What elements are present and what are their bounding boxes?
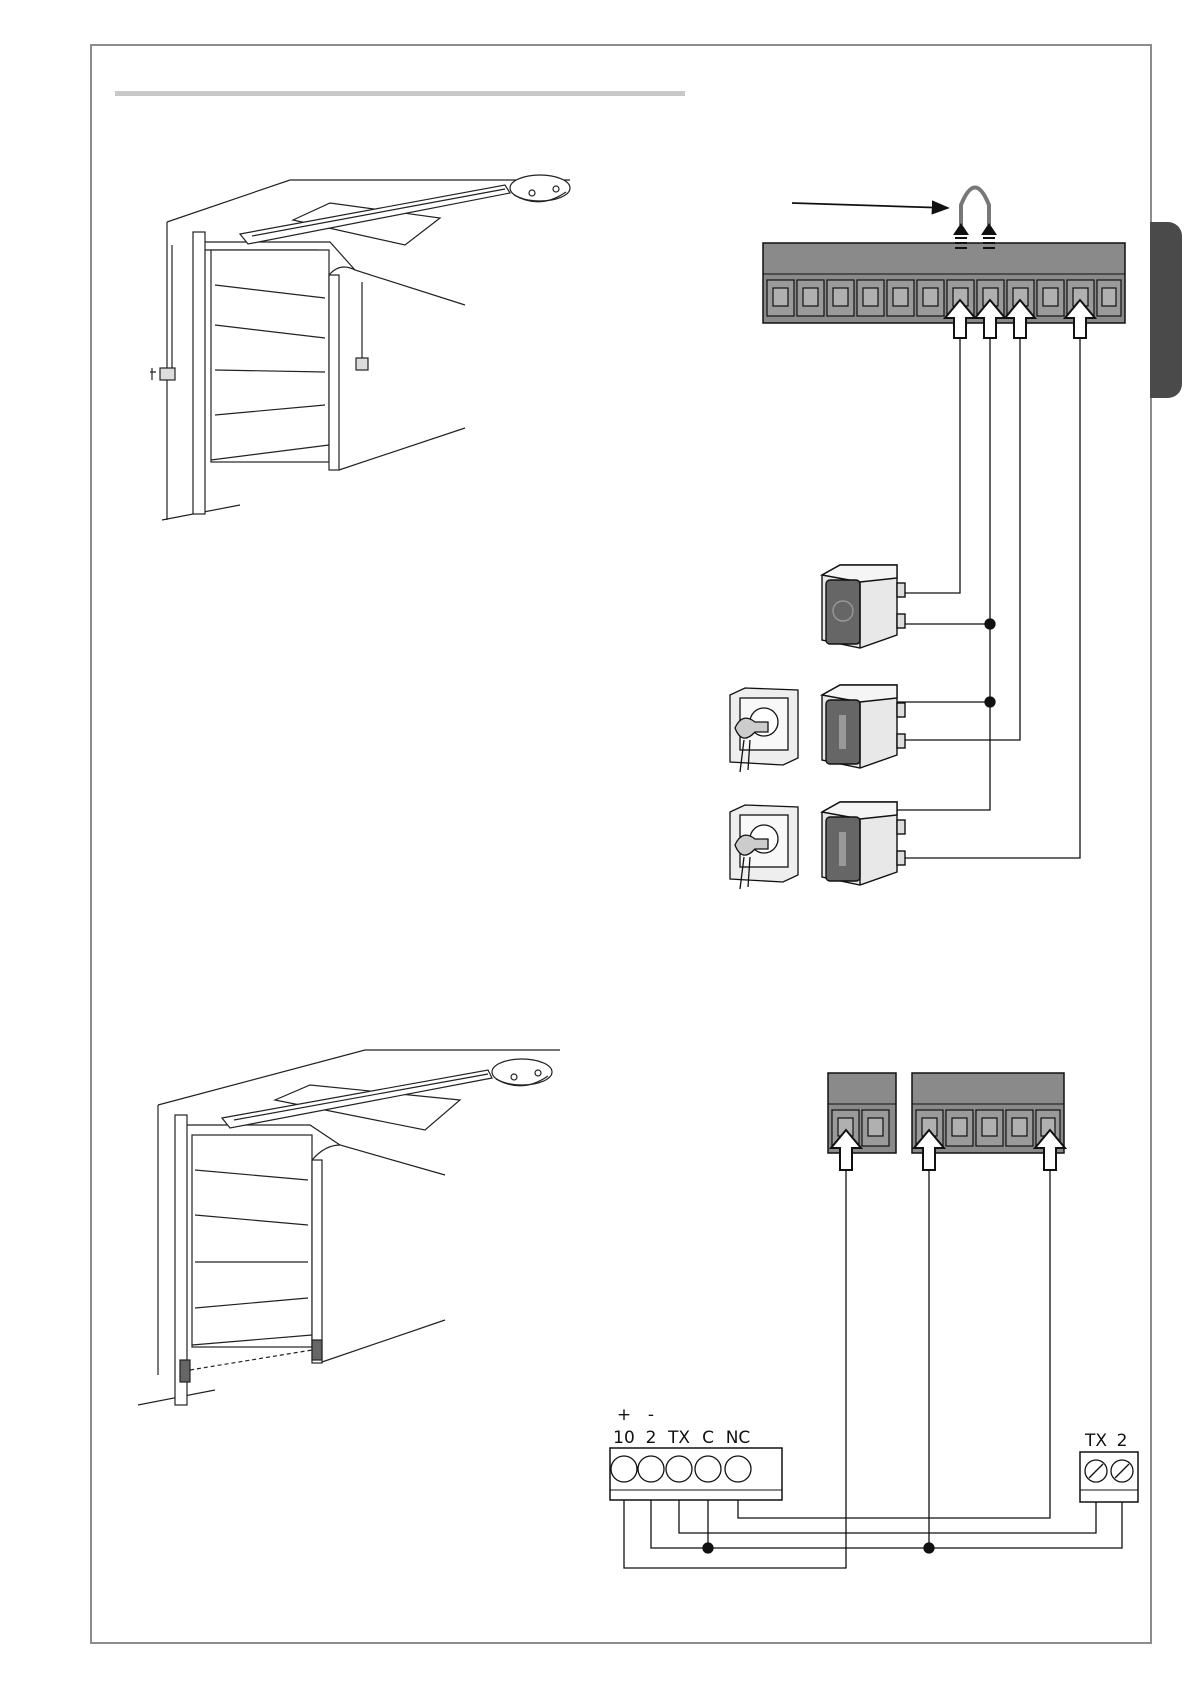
receiver-terminal-label: NC: [726, 1428, 751, 1448]
push-button-icon: [822, 565, 905, 648]
transmitter-terminal-label: TX: [1084, 1431, 1107, 1451]
transmitter-terminal-label: 2: [1117, 1431, 1128, 1451]
control-wiring: [897, 338, 1080, 858]
receiver-terminal-label: 10: [613, 1428, 635, 1448]
jumper-wire-icon: [792, 188, 997, 249]
terminal-block-icon: [828, 1073, 1065, 1170]
garage-door-with-wall-control-icon: [150, 175, 570, 520]
photocell-transmitter-terminal-icon: TX 2: [1080, 1431, 1138, 1502]
garage-door-with-photocell-icon: [138, 1050, 560, 1405]
receiver-terminal-sign: -: [648, 1405, 654, 1425]
receiver-terminal-label: 2: [646, 1428, 657, 1448]
receiver-terminal-sign: +: [617, 1405, 631, 1425]
push-button-icon: [822, 802, 905, 885]
receiver-terminal-label: TX: [667, 1428, 690, 1448]
terminal-block-icon: [763, 243, 1125, 338]
receiver-terminal-label: C: [702, 1428, 714, 1448]
key-selector-icon: [730, 688, 798, 772]
photocell-wiring: [624, 1170, 1122, 1568]
key-selector-icon: [730, 805, 798, 889]
photocell-receiver-terminal-icon: + - 10 2 TX C NC: [610, 1405, 782, 1500]
push-button-icon: [822, 685, 905, 768]
